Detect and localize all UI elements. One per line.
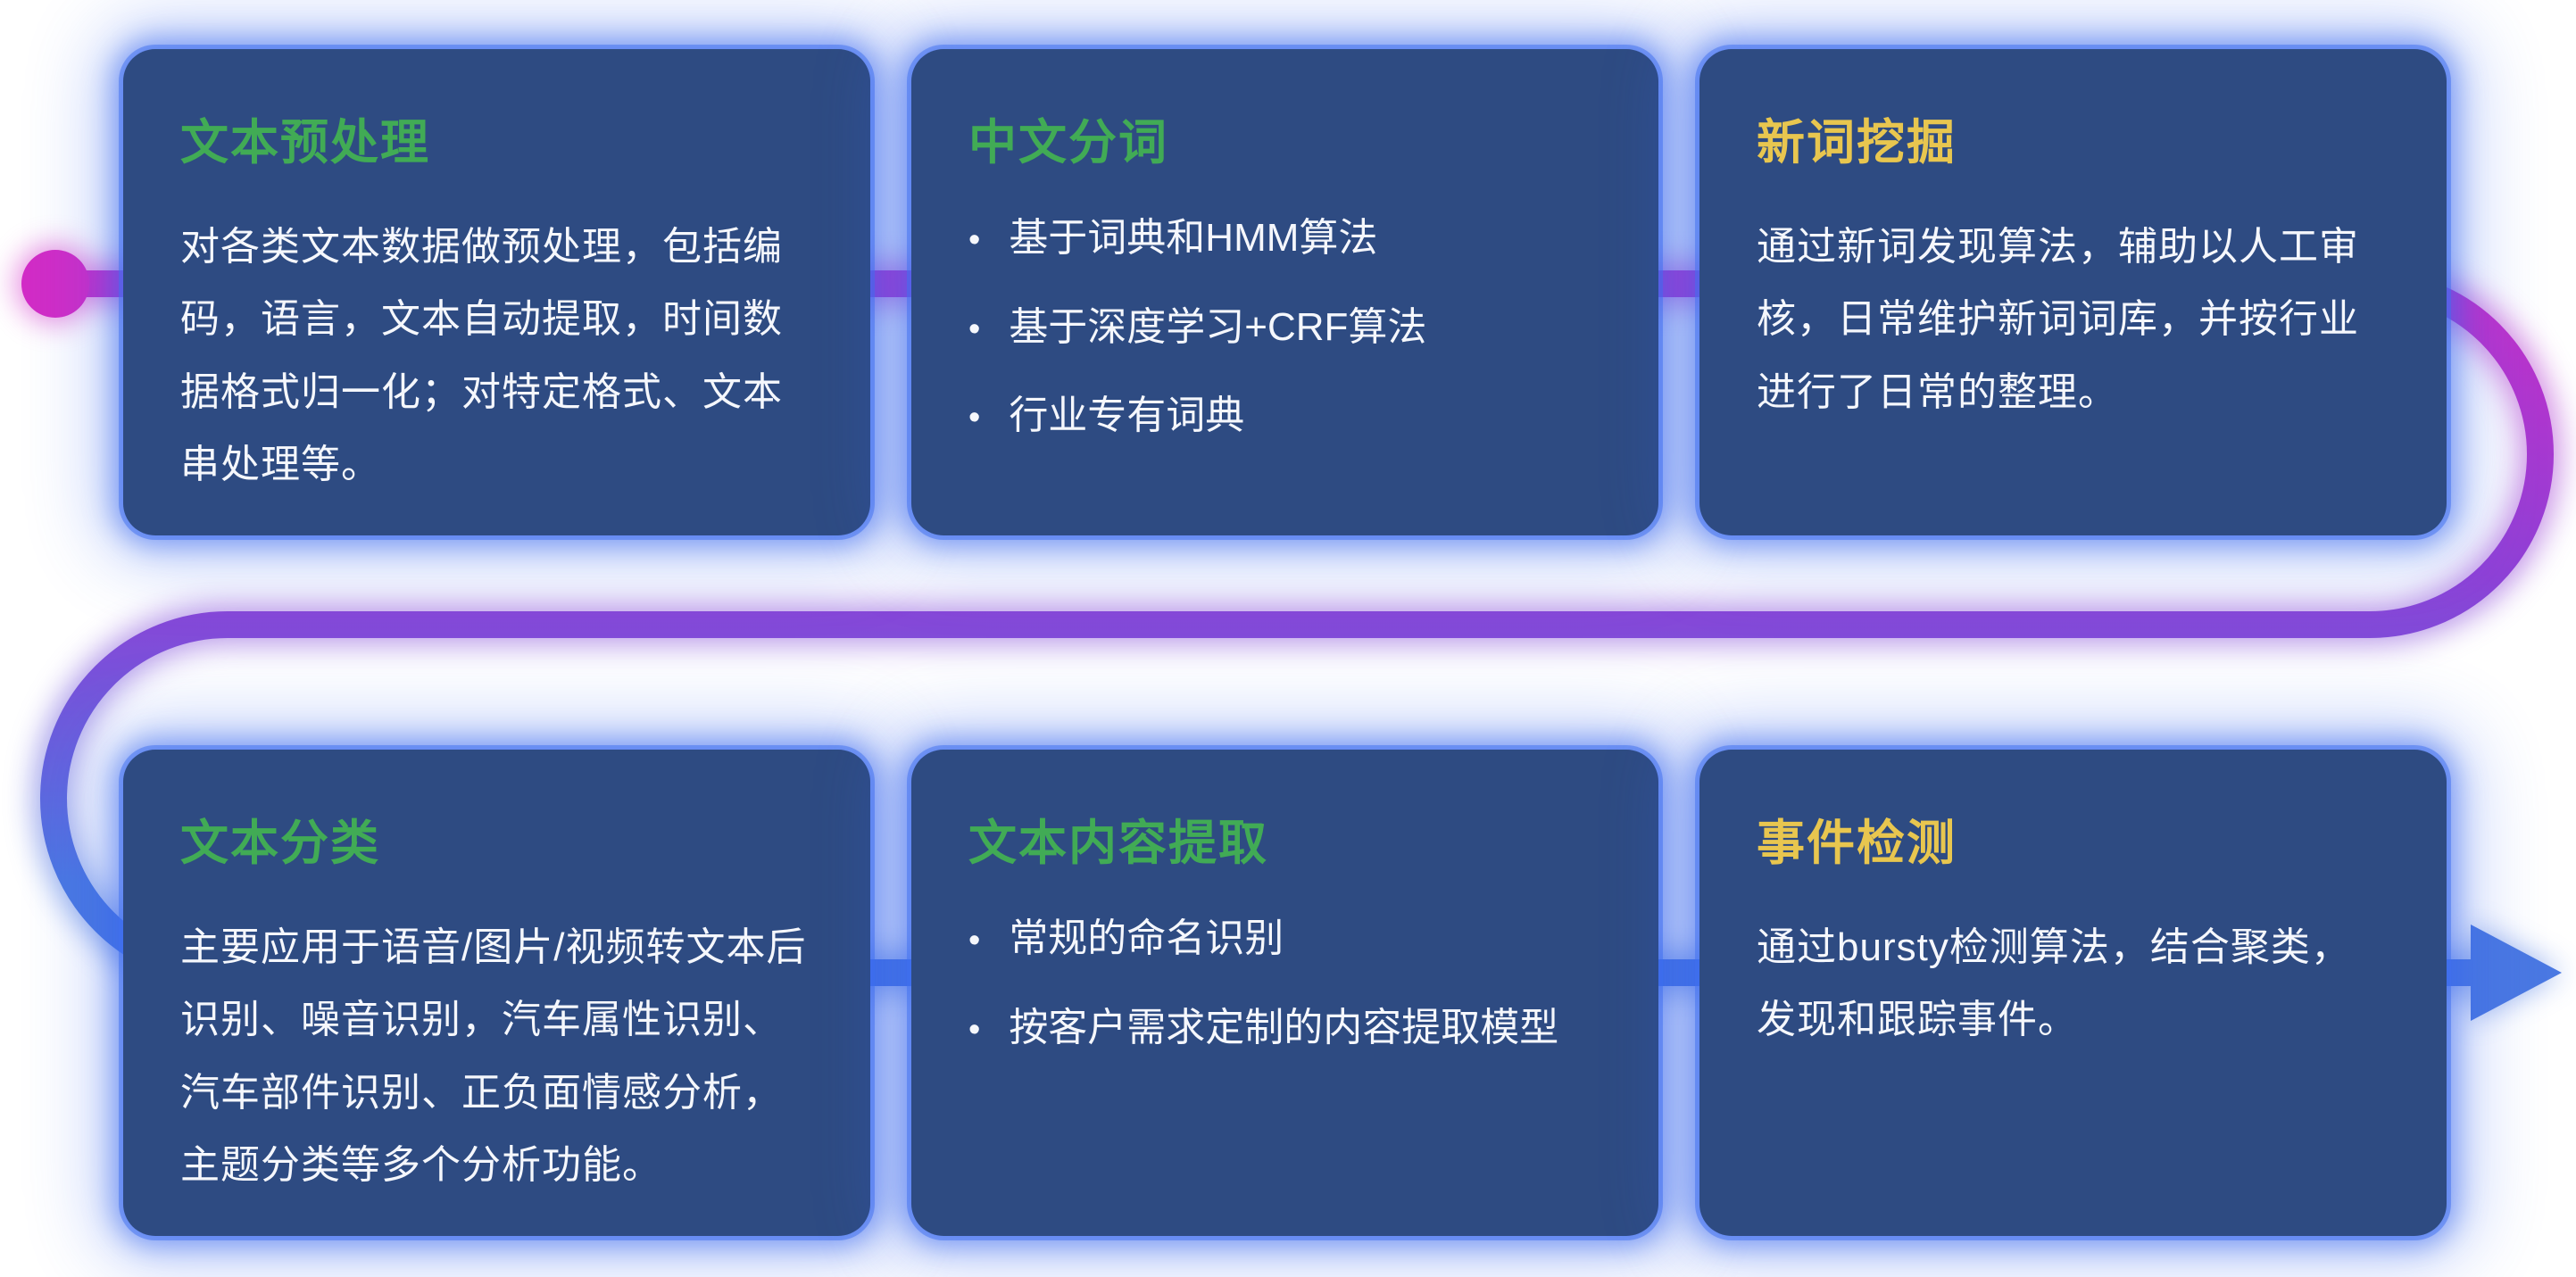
flow-arrow-icon: [2471, 925, 2562, 1021]
bullet-text: 基于深度学习+CRF算法: [1009, 304, 1427, 349]
flow-start-dot: [21, 250, 89, 318]
card-text-preprocessing: 文本预处理 对各类文本数据做预处理，包括编码，语言，文本自动提取，时间数据格式归…: [123, 49, 870, 535]
card-body: 主要应用于语音/图片/视频转文本后识别、噪音识别，汽车属性识别、汽车部件识别、正…: [180, 925, 807, 1188]
flow-path: [40, 270, 2554, 986]
card-title: 新词挖掘: [1757, 116, 1957, 170]
card-title: 事件检测: [1757, 817, 1957, 870]
bullet-text: 常规的命名识别: [1009, 916, 1284, 960]
card-new-word-mining: 新词挖掘 通过新词发现算法，辅助以人工审核，日常维护新词词库，并按行业进行了日常…: [1699, 49, 2447, 535]
card-title: 中文分词: [968, 116, 1168, 170]
card-text-content-extraction: 文本内容提取 • 常规的命名识别 • 按客户需求定制的内容提取模型: [911, 750, 1658, 1236]
card-body: 通过bursty检测算法，结合聚类，发现和跟踪事件。: [1757, 925, 2351, 1042]
card-title: 文本内容提取: [968, 817, 1268, 870]
card-event-detection: 事件检测 通过bursty检测算法，结合聚类，发现和跟踪事件。: [1699, 750, 2447, 1236]
bullet-icon: •: [968, 399, 981, 437]
bullet-item: • 按客户需求定制的内容提取模型: [968, 1000, 1601, 1056]
bullet-icon: •: [968, 922, 981, 959]
bullet-icon: •: [968, 1010, 981, 1049]
bullet-text: 基于词典和HMM算法: [1009, 216, 1378, 260]
bullet-item: • 基于深度学习+CRF算法: [968, 300, 1601, 355]
bullet-item: • 行业专有词典: [968, 388, 1601, 444]
bullet-icon: •: [968, 221, 981, 259]
card-body: 通过新词发现算法，辅助以人工审核，日常维护新词词库，并按行业进行了日常的整理。: [1757, 225, 2359, 414]
bullet-item: • 基于词典和HMM算法: [968, 211, 1601, 266]
bullet-item: • 常规的命名识别: [968, 911, 1601, 966]
card-text-classification: 文本分类 主要应用于语音/图片/视频转文本后识别、噪音识别，汽车属性识别、汽车部…: [123, 750, 870, 1236]
bullet-text: 行业专有词典: [1009, 394, 1245, 438]
bullet-text: 按客户需求定制的内容提取模型: [1009, 1005, 1559, 1049]
card-bullet-list: • 基于词典和HMM算法 • 基于深度学习+CRF算法 • 行业专有词典: [968, 211, 1601, 444]
card-chinese-word-segmentation: 中文分词 • 基于词典和HMM算法 • 基于深度学习+CRF算法 • 行业专有词…: [911, 49, 1658, 535]
card-title: 文本预处理: [180, 116, 430, 170]
card-bullet-list: • 常规的命名识别 • 按客户需求定制的内容提取模型: [968, 911, 1601, 1055]
card-body: 对各类文本数据做预处理，包括编码，语言，文本自动提取，时间数据格式归一化；对特定…: [180, 225, 783, 487]
bullet-icon: •: [968, 310, 981, 348]
card-title: 文本分类: [180, 817, 380, 870]
